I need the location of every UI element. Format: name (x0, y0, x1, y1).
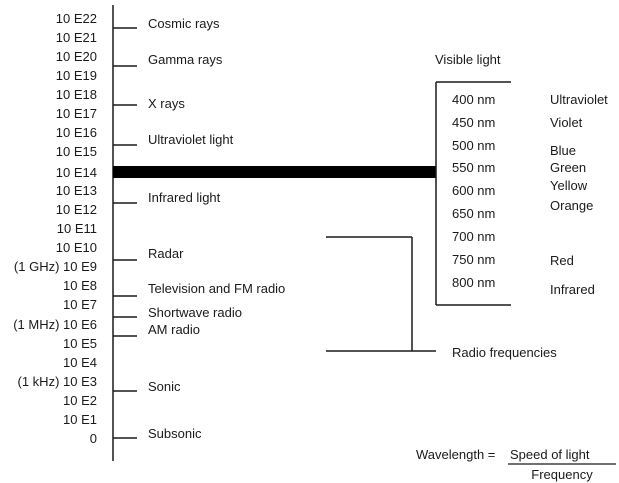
band-label-am-radio: AM radio (148, 322, 200, 337)
band-label-subsonic: Subsonic (148, 426, 202, 441)
color-name-yellow: Yellow (550, 178, 588, 193)
color-names: Ultraviolet Violet Blue Green Yellow Ora… (550, 92, 608, 297)
formula-lhs: Wavelength = (416, 447, 495, 462)
band-label-shortwave: Shortwave radio (148, 305, 242, 320)
scale-label: 10 E19 (56, 68, 97, 83)
wavelength-item: 650 nm (452, 206, 495, 221)
visible-light-bracket (435, 81, 511, 306)
scale-label: 10 E8 (63, 278, 97, 293)
wavelength-item: 750 nm (452, 252, 495, 267)
radio-frequencies-bracket (326, 236, 436, 352)
visible-light-title: Visible light (435, 52, 501, 67)
band-ticks (113, 27, 137, 439)
wavelength-item: 400 nm (452, 92, 495, 107)
scale-label: 10 E10 (56, 240, 97, 255)
band-label-gamma-rays: Gamma rays (148, 52, 223, 67)
color-name-violet: Violet (550, 115, 583, 130)
scale-label: 10 E2 (63, 393, 97, 408)
wavelength-formula: Wavelength = Speed of light Frequency (416, 447, 616, 482)
scale-label: 10 E17 (56, 106, 97, 121)
wavelength-item: 700 nm (452, 229, 495, 244)
band-label-ultraviolet: Ultraviolet light (148, 132, 234, 147)
band-label-sonic: Sonic (148, 379, 181, 394)
color-name-orange: Orange (550, 198, 593, 213)
band-labels: Cosmic rays Gamma rays X rays Ultraviole… (148, 16, 285, 441)
wavelength-item: 600 nm (452, 183, 495, 198)
scale-label: 0 (90, 431, 97, 446)
scale-label: 10 E15 (56, 144, 97, 159)
scale-label: 10 E7 (63, 297, 97, 312)
scale-label: 10 E20 (56, 49, 97, 64)
color-name-infrared: Infrared (550, 282, 595, 297)
wavelength-item: 500 nm (452, 138, 495, 153)
color-name-blue: Blue (550, 143, 576, 158)
formula-denominator: Frequency (531, 467, 593, 482)
scale-label: 10 E21 (56, 30, 97, 45)
band-label-x-rays: X rays (148, 96, 185, 111)
visible-light-band-bar (113, 166, 436, 178)
scale-label: 10 E5 (63, 336, 97, 351)
scale-label: 10 E13 (56, 183, 97, 198)
scale-label: 10 E12 (56, 202, 97, 217)
scale-label: 10 E16 (56, 125, 97, 140)
wavelength-item: 800 nm (452, 275, 495, 290)
color-name-ultraviolet: Ultraviolet (550, 92, 608, 107)
scale-label: (1 GHz) 10 E9 (14, 259, 97, 274)
scale-label: 10 E1 (63, 412, 97, 427)
scale-label: 10 E11 (57, 221, 97, 236)
color-name-red: Red (550, 253, 574, 268)
color-name-green: Green (550, 160, 586, 175)
formula-numerator: Speed of light (510, 447, 590, 462)
wavelength-item: 550 nm (452, 160, 495, 175)
band-label-tv-fm: Television and FM radio (148, 281, 285, 296)
wavelength-item: 450 nm (452, 115, 495, 130)
radio-frequencies-label: Radio frequencies (452, 345, 557, 360)
wavelength-list: 400 nm 450 nm 500 nm 550 nm 600 nm 650 n… (452, 92, 495, 290)
scale-label: (1 MHz) 10 E6 (13, 317, 97, 332)
band-label-cosmic-rays: Cosmic rays (148, 16, 220, 31)
scale-label: (1 kHz) 10 E3 (18, 374, 97, 389)
scale-label: 10 E22 (56, 11, 97, 26)
scale-labels: 10 E22 10 E21 10 E20 10 E19 10 E18 10 E1… (13, 11, 97, 446)
scale-label: 10 E14 (56, 165, 97, 180)
scale-label: 10 E18 (56, 87, 97, 102)
band-label-infrared: Infrared light (148, 190, 221, 205)
scale-label: 10 E4 (63, 355, 97, 370)
band-label-radar: Radar (148, 246, 184, 261)
